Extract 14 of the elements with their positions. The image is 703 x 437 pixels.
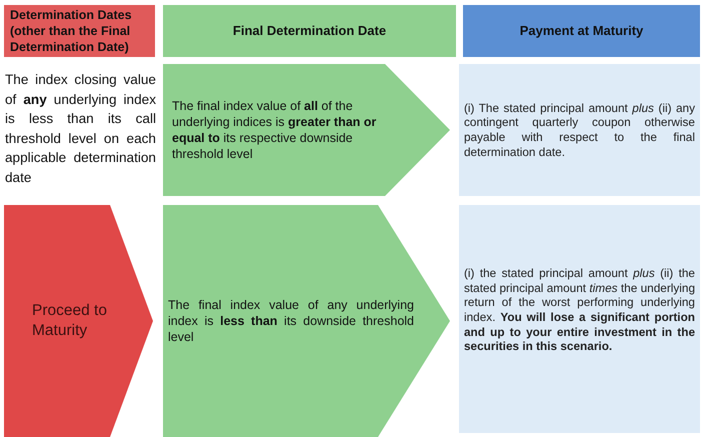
chevron-shape	[4, 205, 153, 437]
payment-box	[459, 205, 700, 433]
payment-text: (i) the stated principal amount plus (ii) the stated principal amount times the underlying return of the worst performing underlying index. You will lose a significant portion and up to your entire investment in the securities in this scenario.	[464, 266, 695, 354]
condition-text: The final index value of all of the underlying indices is greater than or equal to its respective downside threshold level	[172, 98, 378, 162]
column-header: Payment at Maturity	[463, 5, 700, 57]
condition-text: The final index value of any underlying index is less than its downside threshold level	[168, 297, 414, 345]
column-header: Final Determination Date	[163, 5, 456, 57]
step-text: Proceed to Maturity	[32, 301, 108, 341]
chevron-shape	[163, 205, 450, 437]
payment-box	[459, 64, 700, 196]
column-header: Determination Dates (other than the Final Determination Date)	[4, 5, 155, 57]
payment-text: (i) The stated principal amount plus (ii) any contingent quarterly coupon otherwise payable with respect to the final determination date.	[464, 100, 695, 160]
condition-text: The index closing value of any underlying index is less than its call threshold level on each applicable determination date	[5, 71, 156, 186]
chevron-shape	[163, 64, 450, 196]
